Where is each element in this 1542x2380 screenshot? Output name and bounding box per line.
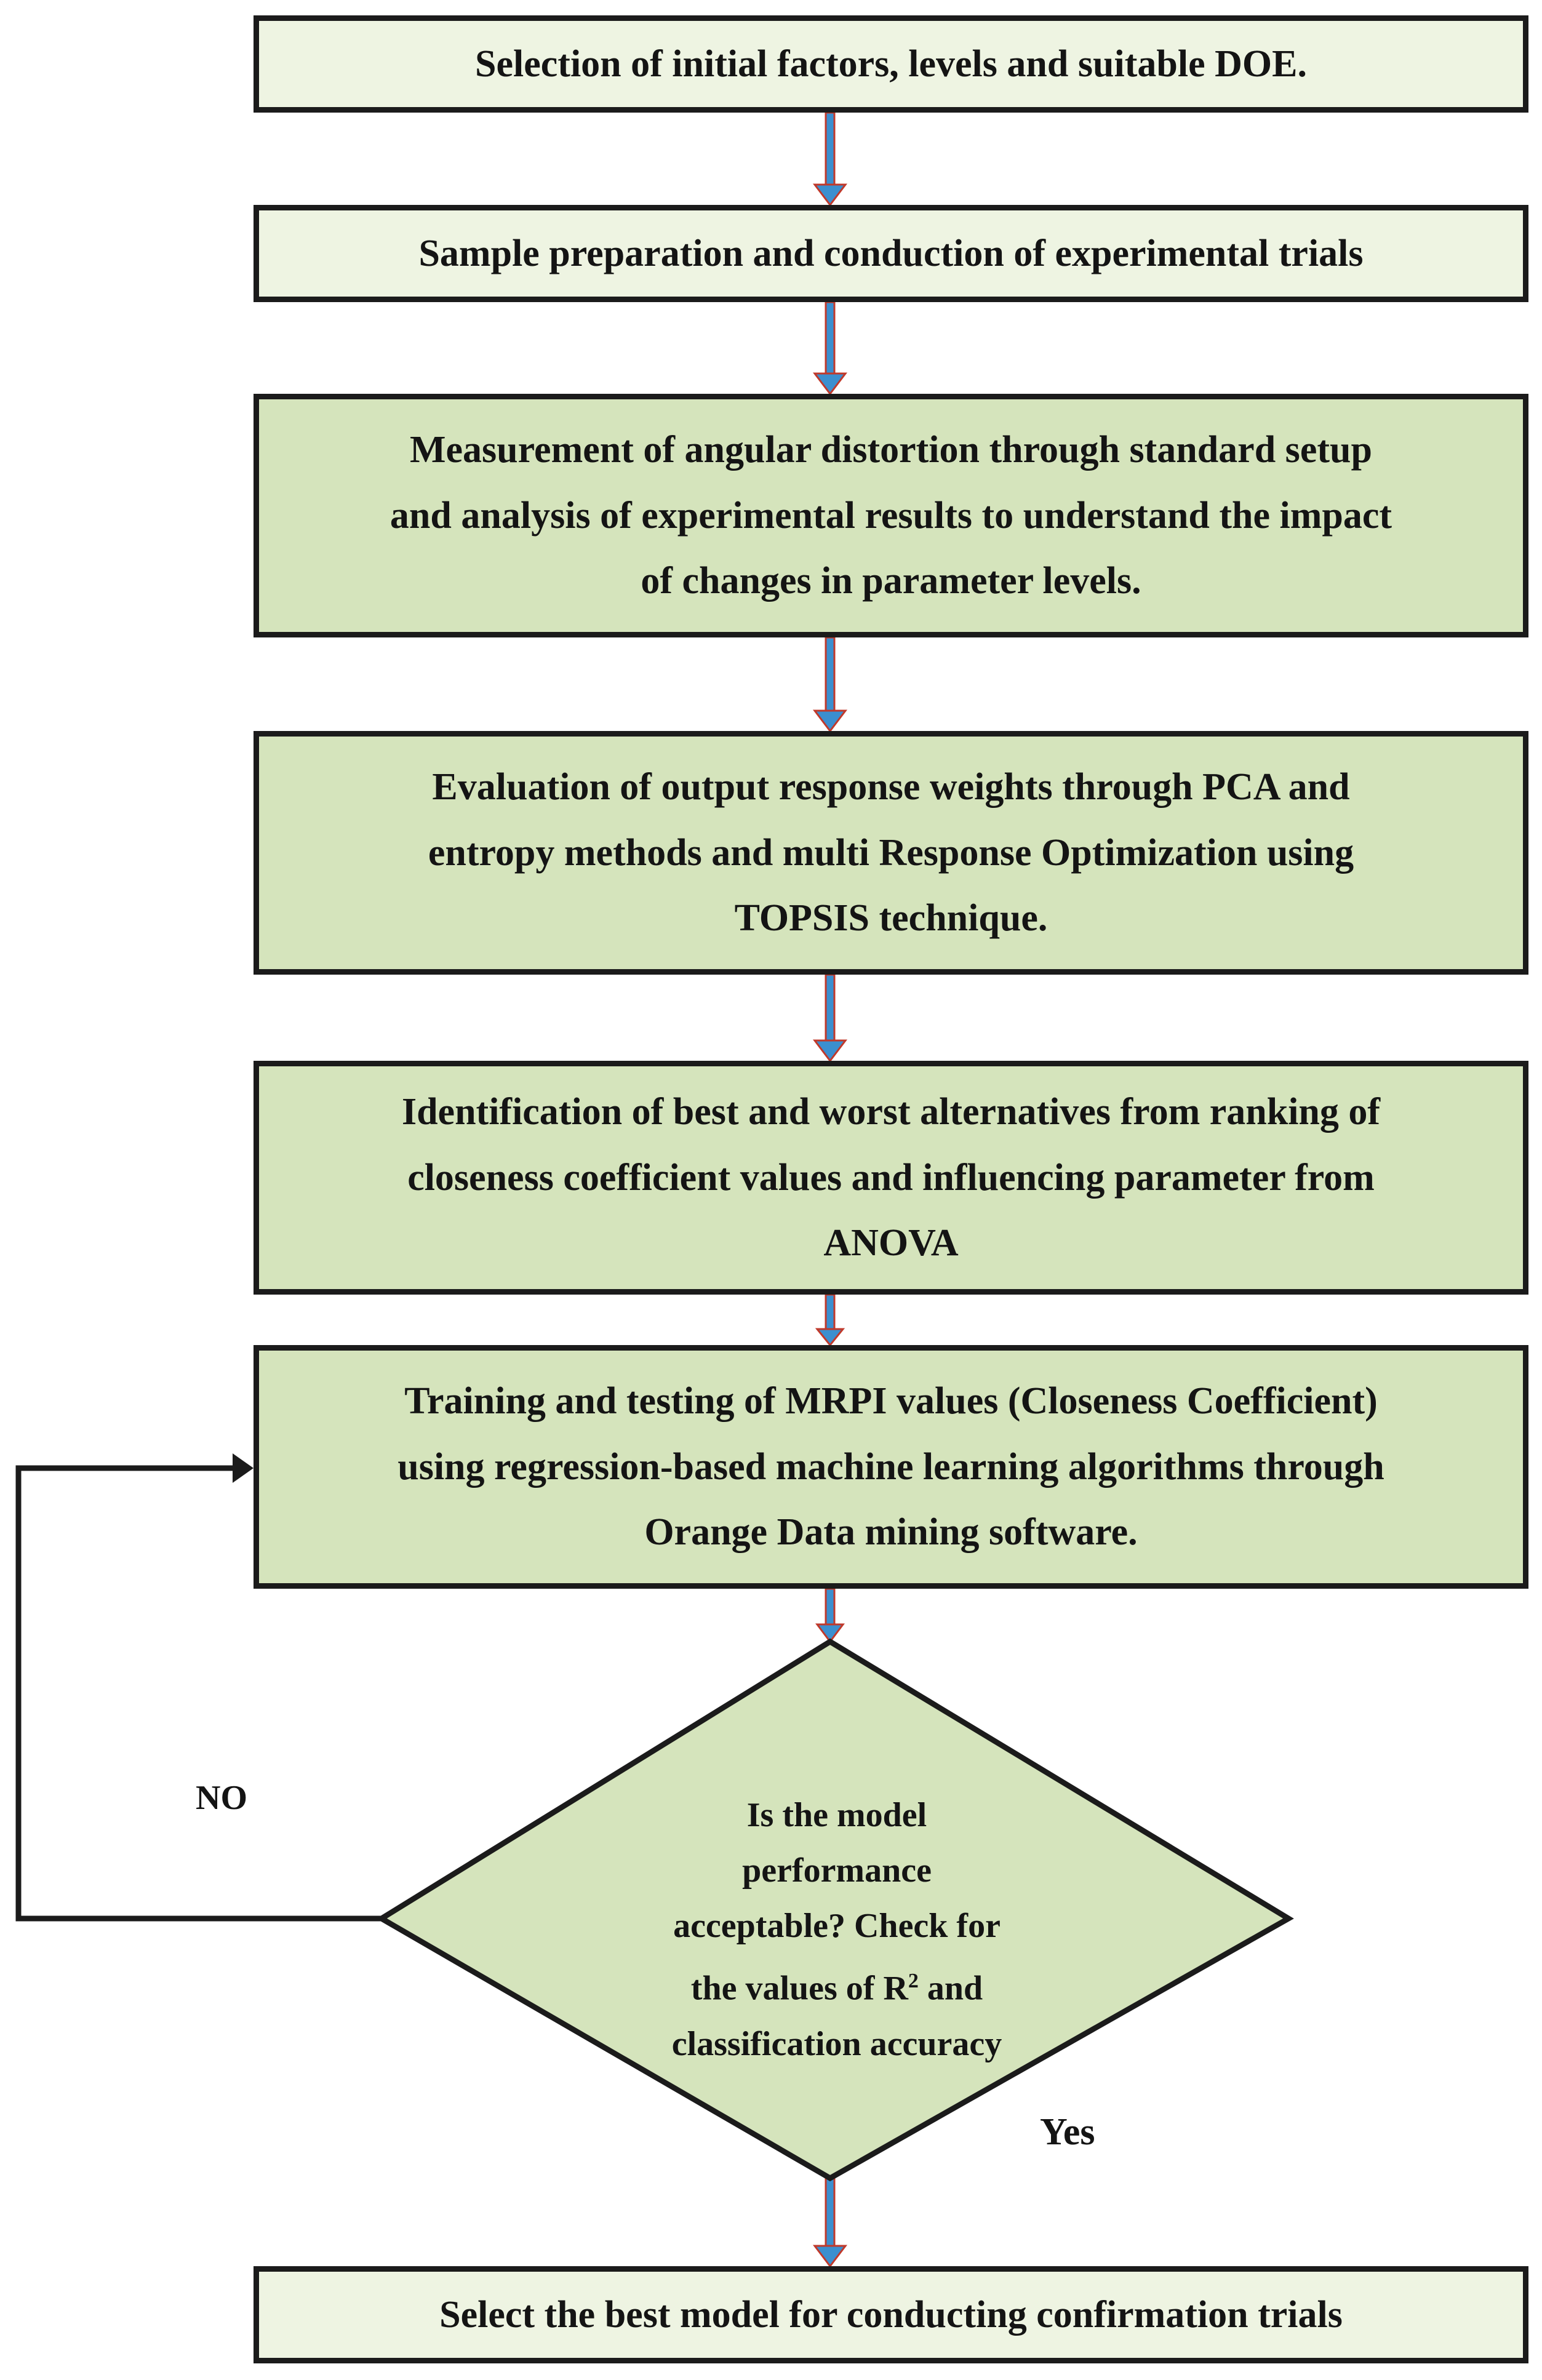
arrow-4-5: [812, 973, 848, 1063]
arrow-5-6: [815, 1293, 845, 1347]
step-4-line-3: TOPSIS technique.: [734, 897, 1048, 940]
arrow-6-decision: [815, 1587, 845, 1643]
arrow-1-2: [812, 111, 848, 207]
step-6-box: Training and testing of MRPI values (Clo…: [254, 1345, 1528, 1589]
step-2-line-1: Sample preparation and conduction of exp…: [418, 232, 1364, 274]
step-5-line-1: Identification of best and worst alterna…: [401, 1091, 1381, 1133]
decision-line-4-post: and: [918, 1969, 983, 2008]
no-feedback-line: [15, 1465, 382, 1922]
step-3-line-1: Measurement of angular distortion throug…: [410, 429, 1372, 471]
step-3-box: Measurement of angular distortion throug…: [254, 394, 1528, 637]
decision-line-2: performance: [742, 1851, 932, 1890]
step-7-box: Select the best model for conducting con…: [254, 2266, 1528, 2363]
step-5-box: Identification of best and worst alterna…: [254, 1061, 1528, 1295]
step-7-line-1: Select the best model for conducting con…: [439, 2293, 1343, 2336]
decision-line-4: the values of R2 and: [572, 1954, 1101, 2016]
step-5-line-2: closeness coefficient values and influen…: [407, 1156, 1375, 1199]
step-6-line-3: Orange Data mining software.: [644, 1511, 1138, 1554]
step-1-box: Selection of initial factors, levels and…: [254, 15, 1528, 113]
decision-diamond: [376, 1638, 1294, 2182]
step-6-line-2: using regression-based machine learning …: [397, 1445, 1384, 1488]
step-5-line-3: ANOVA: [823, 1222, 959, 1264]
yes-branch-label: Yes: [1040, 2111, 1095, 2153]
decision-line-1: Is the model: [746, 1796, 927, 1834]
arrow-3-4: [812, 636, 848, 733]
step-4-line-2: entropy methods and multi Response Optim…: [428, 831, 1354, 874]
decision-r-squared-superscript: 2: [908, 1970, 919, 1992]
no-branch-label: NO: [196, 1779, 247, 1817]
decision-line-3: acceptable? Check for: [673, 1907, 1001, 1945]
step-2-box: Sample preparation and conduction of exp…: [254, 205, 1528, 302]
step-3-line-2: and analysis of experimental results to …: [389, 494, 1392, 537]
step-4-box: Evaluation of output response weights th…: [254, 731, 1528, 975]
decision-text: Is the model performance acceptable? Che…: [572, 1787, 1101, 2072]
arrow-decision-7: [812, 2177, 848, 2268]
step-6-line-1: Training and testing of MRPI values (Clo…: [404, 1380, 1378, 1423]
decision-line-5: classification accuracy: [671, 2024, 1002, 2063]
step-1-line-1: Selection of initial factors, levels and…: [475, 42, 1307, 85]
step-3-line-3: of changes in parameter levels.: [641, 560, 1141, 602]
decision-line-4-pre: the values of R: [690, 1969, 908, 2008]
no-feedback-arrowhead: [233, 1453, 254, 1483]
step-4-line-1: Evaluation of output response weights th…: [432, 766, 1350, 809]
arrow-2-3: [812, 301, 848, 396]
